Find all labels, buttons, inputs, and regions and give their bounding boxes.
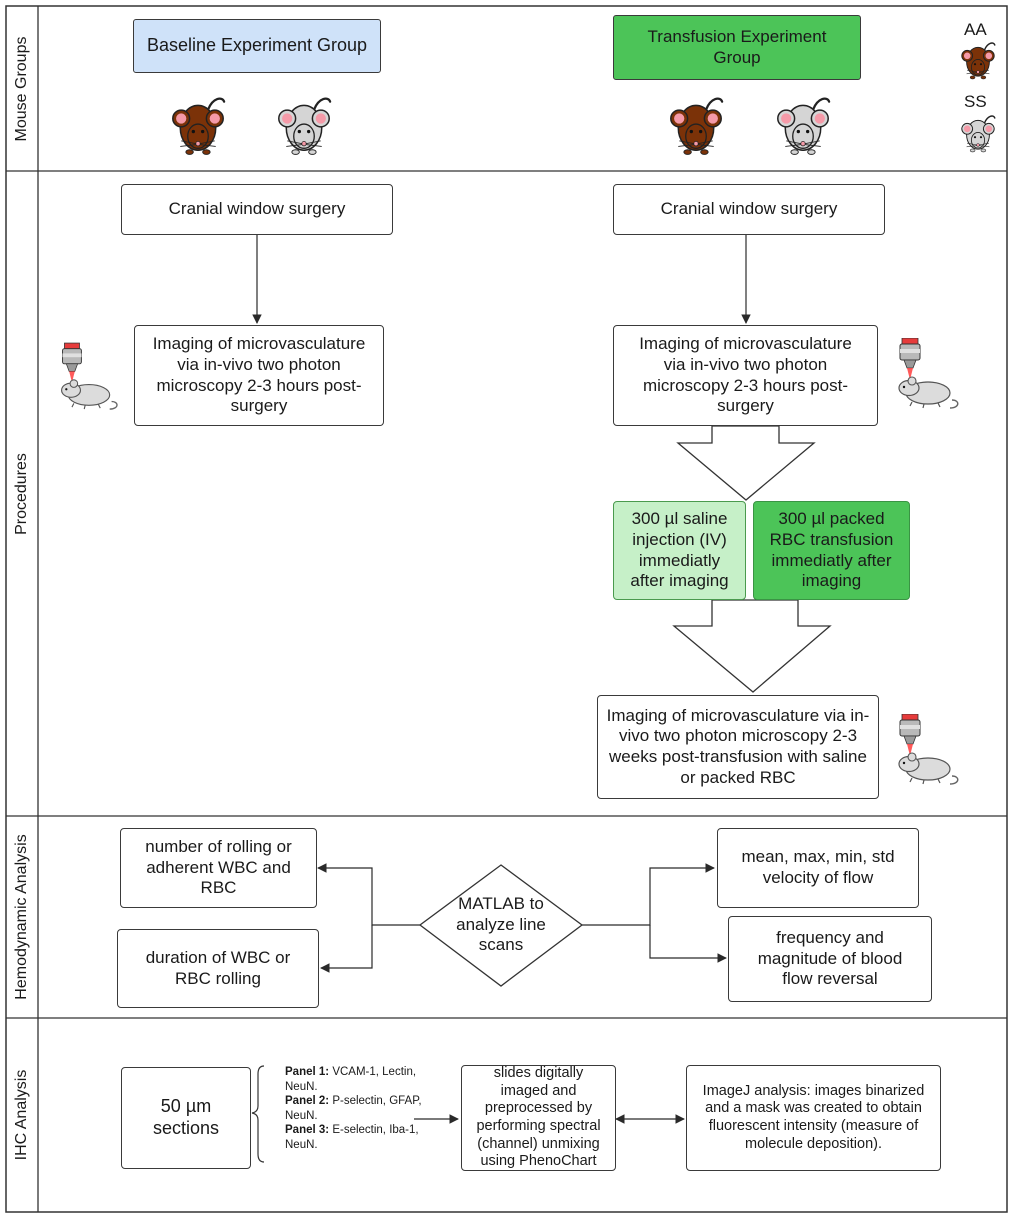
panel-1-text: VCAM-1, Lectin, NeuN. — [285, 1066, 417, 1093]
arrow-to-rolling-box — [317, 863, 420, 926]
final-imaging-box: Imaging of microvasculature via in-vivo … — [597, 695, 879, 799]
panel-2-text: P-selectin, GFAP, NeuN. — [285, 1095, 422, 1122]
matlab-decision-diamond — [418, 864, 584, 987]
sections-box: 50 µm sections — [121, 1067, 251, 1169]
aa-legend-mouse-icon — [961, 42, 996, 80]
right-surgery-box: Cranial window surgery — [613, 184, 885, 235]
microscope-mouse-icon — [898, 338, 959, 409]
panel-2-label: Panel 2: — [285, 1095, 330, 1108]
lane-label-hemodynamic: Hemodynamic Analysis — [13, 834, 30, 1000]
gray-mouse-icon — [277, 97, 332, 156]
arrow-to-reversal-box — [649, 925, 727, 963]
block-arrow-to-treatment — [676, 425, 816, 501]
gray-mouse-icon — [776, 97, 831, 156]
panel-3-label: Panel 3: — [285, 1124, 330, 1137]
arrow-to-velocity-box — [582, 863, 715, 926]
brown-mouse-icon — [669, 97, 724, 156]
right-imaging-box: Imaging of microvasculature via in-vivo … — [613, 325, 878, 426]
legend-aa-label: AA — [964, 20, 987, 39]
rbc-transfusion-box: 300 µl packed RBC transfusion immediatly… — [753, 501, 910, 600]
panel-2: Panel 2: P-selectin, GFAP, NeuN. — [285, 1094, 445, 1123]
block-arrow-to-final-imaging — [672, 599, 832, 693]
legend-ss-label: SS — [964, 92, 987, 111]
brown-mouse-icon — [171, 97, 226, 156]
velocity-box: mean, max, min, std velocity of flow — [717, 828, 919, 908]
left-imaging-box: Imaging of microvasculature via in-vivo … — [134, 325, 384, 426]
panel-3: Panel 3: E-selectin, Iba-1, NeuN. — [285, 1123, 445, 1152]
panel-brace — [251, 1065, 265, 1163]
imagej-analysis-box: ImageJ analysis: images binarized and a … — [686, 1065, 941, 1171]
transfusion-group-box: Transfusion Experiment Group — [613, 15, 861, 80]
left-surgery-box: Cranial window surgery — [121, 184, 393, 235]
arrow-to-duration-box — [320, 925, 373, 973]
lane-label-mouse-groups: Mouse Groups — [13, 36, 30, 142]
microscope-mouse-icon — [898, 714, 959, 785]
matlab-label: MATLAB to analyze line scans — [456, 893, 546, 955]
outer-frame — [5, 5, 1008, 1213]
lane-label-ihc: IHC Analysis — [13, 1069, 30, 1161]
panel-list: Panel 1: VCAM-1, Lectin, NeuN. Panel 2: … — [285, 1065, 445, 1153]
flow-reversal-box: frequency and magnitude of blood flow re… — [728, 916, 932, 1002]
panel-1-label: Panel 1: — [285, 1066, 330, 1078]
rolling-count-box: number of rolling or adherent WBC and RB… — [120, 828, 317, 908]
rolling-duration-box: duration of WBC or RBC rolling — [117, 929, 319, 1008]
slide-imaging-box: slides digitally imaged and preprocessed… — [461, 1065, 616, 1171]
lane-label-procedures: Procedures — [13, 453, 30, 535]
panel-1: Panel 1: VCAM-1, Lectin, NeuN. — [285, 1065, 445, 1094]
baseline-group-box: Baseline Experiment Group — [133, 19, 381, 73]
saline-injection-box: 300 µl saline injection (IV) immediatly … — [613, 501, 746, 600]
ss-legend-mouse-icon — [961, 115, 996, 153]
panel-3-text: E-selectin, Iba-1, NeuN. — [285, 1124, 419, 1151]
microscope-mouse-icon — [60, 342, 118, 410]
